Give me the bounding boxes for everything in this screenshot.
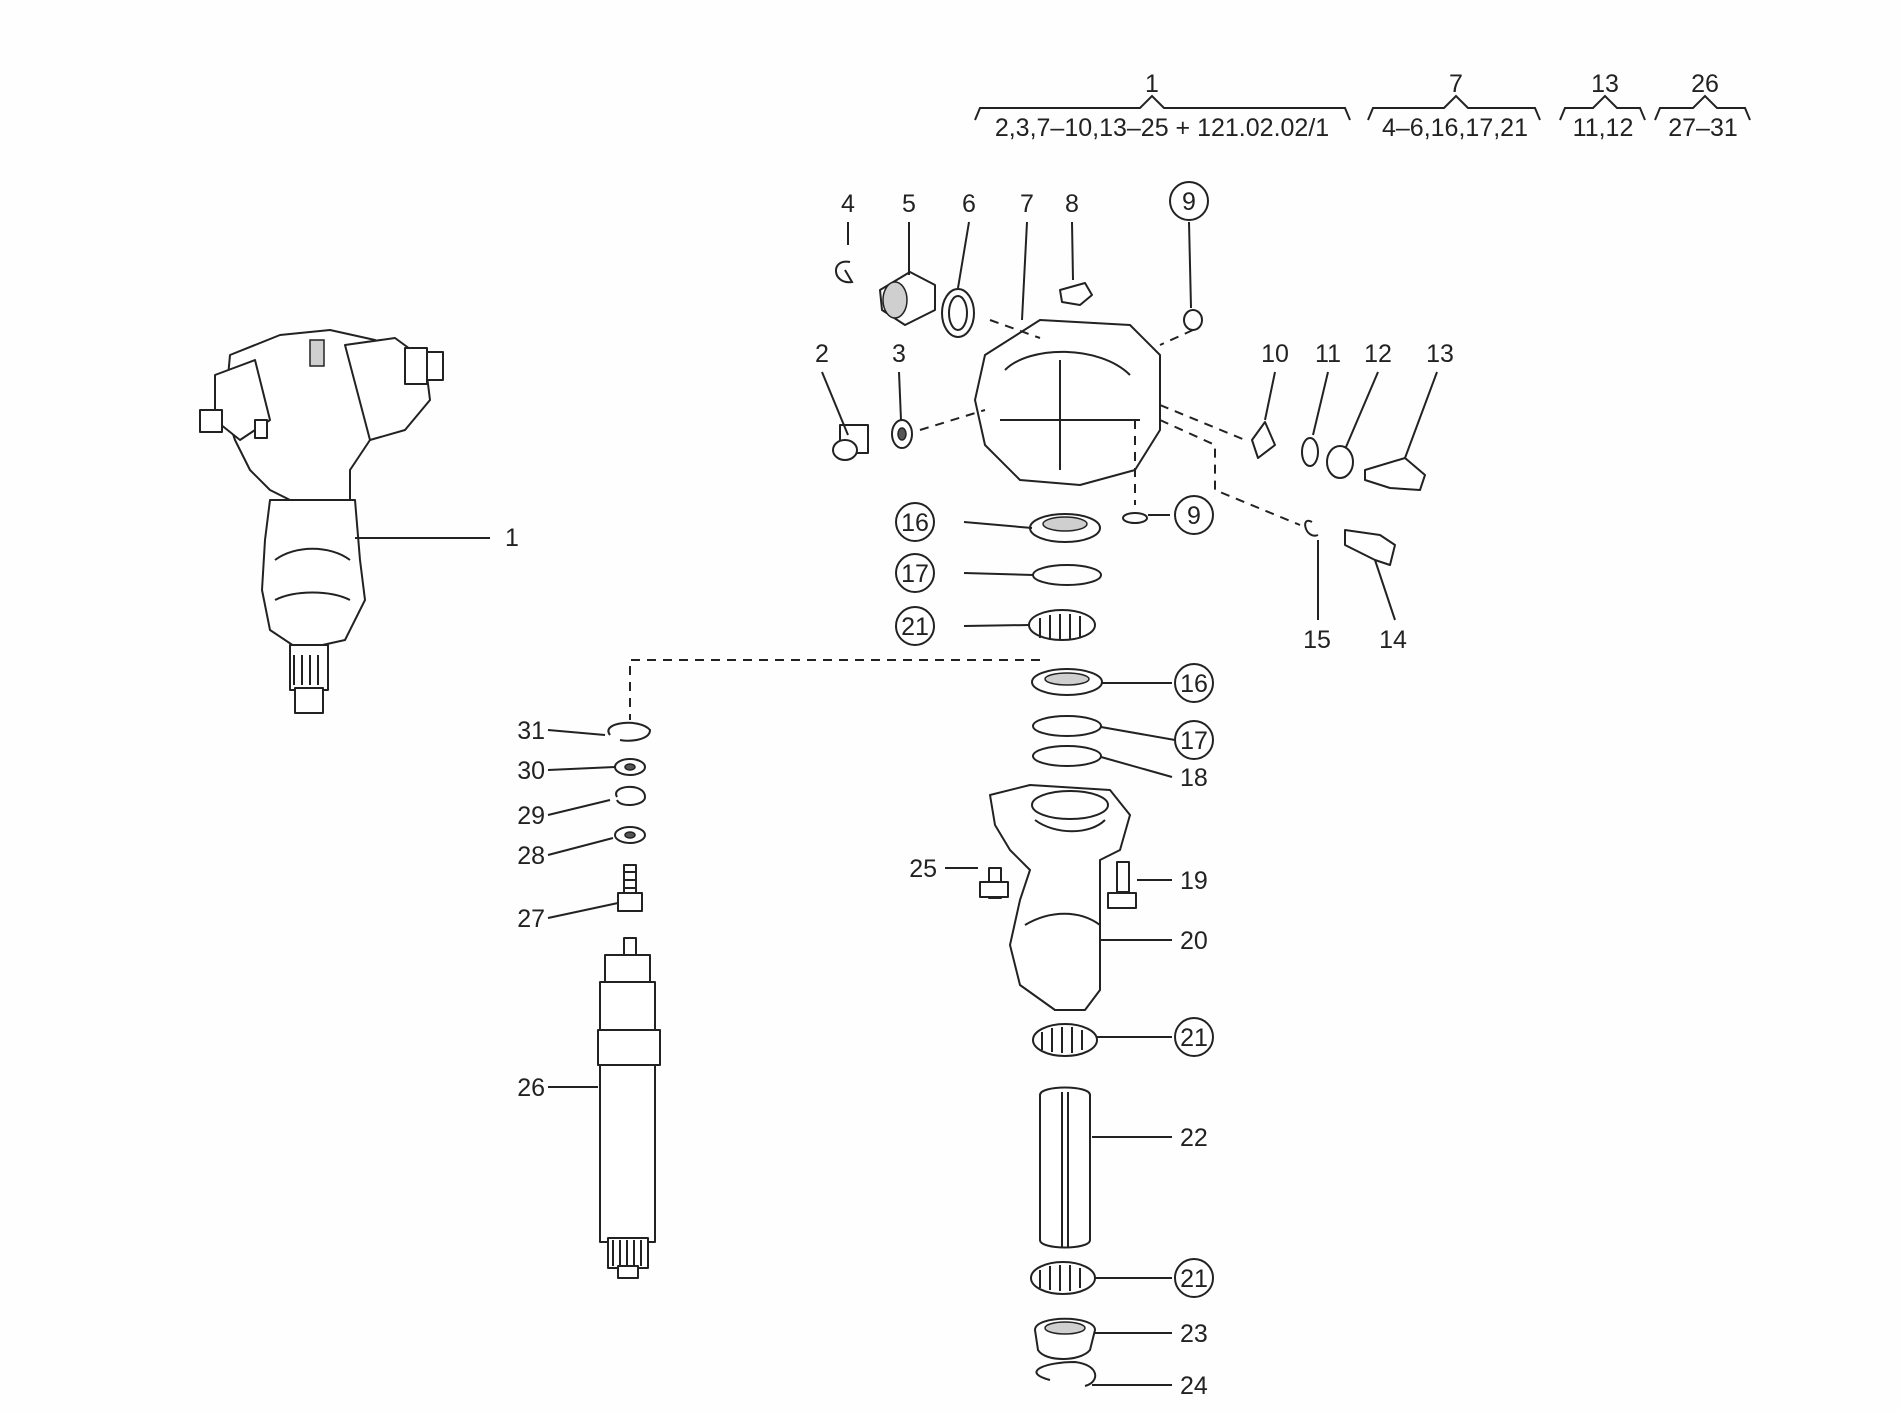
group-number-13: 13 bbox=[1591, 70, 1619, 98]
part-label-16-lower: 16 bbox=[1180, 670, 1208, 698]
part-label-1: 1 bbox=[505, 524, 519, 552]
part-label-11: 11 bbox=[1315, 340, 1341, 368]
circled-callouts bbox=[895, 181, 1214, 1298]
part-label-16-upper: 16 bbox=[901, 509, 929, 537]
part-label-31: 31 bbox=[517, 717, 545, 745]
part-label-21-c: 21 bbox=[1180, 1265, 1208, 1293]
part-label-30: 30 bbox=[517, 757, 545, 785]
group-range-7: 4–6,16,17,21 bbox=[1382, 114, 1528, 142]
group-header-13: 13 11,12 bbox=[1559, 70, 1646, 142]
part-label-27: 27 bbox=[517, 905, 545, 933]
part-label-3: 3 bbox=[892, 340, 906, 368]
part-label-20: 20 bbox=[1180, 927, 1208, 955]
part-label-10: 10 bbox=[1261, 340, 1289, 368]
part-label-18: 18 bbox=[1180, 764, 1208, 792]
part-label-6: 6 bbox=[962, 190, 976, 218]
part-label-2: 2 bbox=[815, 340, 829, 368]
part-label-7: 7 bbox=[1020, 190, 1034, 218]
part-label-4: 4 bbox=[841, 190, 855, 218]
part-label-29: 29 bbox=[517, 802, 545, 830]
group-number-1: 1 bbox=[1145, 70, 1159, 98]
group-range-26: 27–31 bbox=[1668, 114, 1738, 142]
steering-gear-assembly-drawing bbox=[199, 329, 444, 714]
group-number-26: 26 bbox=[1691, 70, 1719, 98]
part-label-28: 28 bbox=[517, 842, 545, 870]
leader-lines bbox=[355, 221, 1438, 1386]
part-label-15: 15 bbox=[1303, 626, 1331, 654]
part-label-9-lower: 9 bbox=[1187, 502, 1201, 530]
part-label-19: 19 bbox=[1180, 867, 1208, 895]
part-label-12: 12 bbox=[1364, 340, 1392, 368]
group-header-7: 7 4–6,16,17,21 bbox=[1367, 70, 1541, 142]
sector-shaft-parts-drawing bbox=[597, 659, 1040, 1279]
group-range-13: 11,12 bbox=[1573, 114, 1634, 142]
part-label-13: 13 bbox=[1426, 340, 1454, 368]
part-label-17-upper: 17 bbox=[901, 560, 929, 588]
part-label-9-top: 9 bbox=[1182, 188, 1196, 216]
part-label-25: 25 bbox=[909, 855, 937, 883]
part-label-5: 5 bbox=[902, 190, 916, 218]
part-label-21-b: 21 bbox=[1180, 1024, 1208, 1052]
part-label-22: 22 bbox=[1180, 1124, 1208, 1152]
worm-shaft-stack-drawing bbox=[979, 513, 1137, 1387]
part-label-21-a: 21 bbox=[901, 613, 929, 641]
part-label-24: 24 bbox=[1180, 1372, 1208, 1400]
part-label-8: 8 bbox=[1065, 190, 1079, 218]
group-header-26: 26 27–31 bbox=[1654, 70, 1751, 142]
group-header-1: 1 2,3,7–10,13–25 + 121.02.02/1 bbox=[974, 70, 1351, 142]
part-label-23: 23 bbox=[1180, 1320, 1208, 1348]
group-number-7: 7 bbox=[1449, 70, 1463, 98]
part-labels: 1 2 3 4 5 6 7 8 9 9 10 11 12 13 14 15 16… bbox=[505, 188, 1454, 1400]
valve-housing-parts-drawing bbox=[832, 260, 1426, 566]
group-range-1: 2,3,7–10,13–25 + 121.02.02/1 bbox=[995, 114, 1329, 142]
part-label-14: 14 bbox=[1379, 626, 1407, 654]
part-label-26: 26 bbox=[517, 1074, 545, 1102]
part-label-17-lower: 17 bbox=[1180, 727, 1208, 755]
